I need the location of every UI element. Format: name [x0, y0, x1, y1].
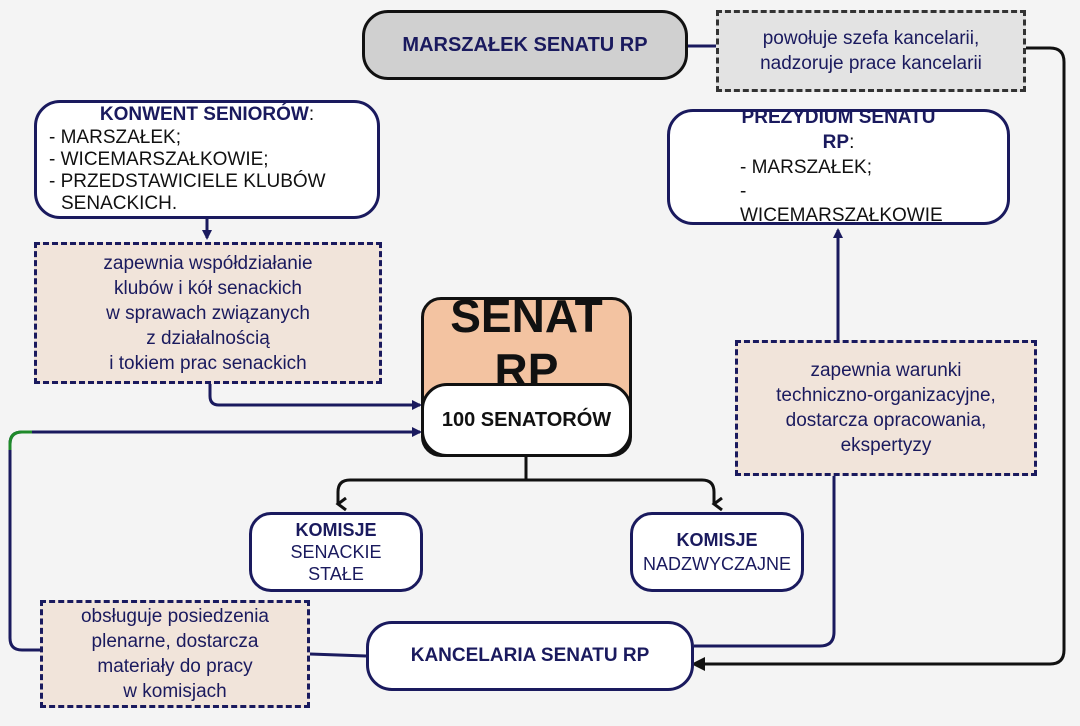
connector-senat-komisje-stale [338, 478, 526, 504]
senat-header: SENAT RP [424, 300, 629, 396]
komisje-stale-box: KOMISJE SENACKIE STAŁE [249, 512, 423, 592]
marszalek-note-line-2: nadzoruje prace kancelarii [760, 53, 982, 74]
senat-count: 100 SENATORÓW [441, 408, 612, 431]
prezydium-note: zapewnia warunki techniczno-organizacyjn… [735, 340, 1037, 476]
prezydium-note-line-3: dostarcza opracowania, [785, 410, 987, 431]
marszalek-box: MARSZAŁEK SENATU RP [362, 10, 688, 80]
komisje-nadzw-line-1: NADZWYCZAJNE [643, 554, 791, 574]
prezydium-header: PREZYDIUM SENATU RP: [740, 106, 937, 156]
konwent-item-3: - PRZEDSTAWICIELE KLUBÓW [49, 171, 326, 192]
kancelaria-note: obsługuje posiedzenia plenarne, dostarcz… [40, 600, 310, 708]
konwent-header: KONWENT SENIORÓW: [49, 104, 365, 127]
komisje-nadzw-title: KOMISJE [676, 530, 758, 550]
senat-title: SENAT RP [450, 297, 603, 396]
komisje-nadzw-box: KOMISJE NADZWYCZAJNE [630, 512, 804, 592]
konwent-note-line-5: i tokiem prac senackich [109, 352, 307, 374]
konwent-title: KONWENT SENIORÓW [99, 104, 309, 125]
konwent-box: KONWENT SENIORÓW: - MARSZAŁEK; - WICEMAR… [34, 100, 380, 219]
senat-count-box: 100 SENATORÓW [421, 383, 632, 457]
prezydium-note-line-4: ekspertyzy [840, 435, 932, 456]
connector-kancelaria-note [309, 652, 367, 658]
prezydium-item-2: - WICEMARSZAŁKOWIE [740, 181, 943, 226]
prezydium-title: PREZYDIUM SENATU RP [741, 107, 936, 153]
connector-note-kancelaria [691, 46, 1066, 671]
prezydium-suffix: : [849, 132, 855, 153]
konwent-item-2: - WICEMARSZAŁKOWIE; [49, 149, 269, 170]
connector-accent [8, 430, 32, 450]
connector-konwent-senat [208, 384, 422, 410]
konwent-note-line-3: w sprawach związanych [106, 302, 310, 324]
marszalek-note-line-1: powołuje szefa kancelarii, [762, 28, 980, 49]
prezydium-item-1: - MARSZAŁEK; [740, 157, 872, 178]
marszalek-title: MARSZAŁEK SENATU RP [402, 33, 648, 56]
komisje-stale-title: KOMISJE [295, 520, 377, 540]
connector-kancelaria-prezydium-note [694, 476, 836, 648]
marszalek-note: powołuje szefa kancelarii, nadzoruje pra… [716, 10, 1026, 92]
prezydium-note-line-1: zapewnia warunki [810, 360, 962, 381]
kancelaria-box: KANCELARIA SENATU RP [366, 621, 694, 691]
komisje-stale-line-2: STAŁE [308, 564, 364, 584]
konwent-item-4: SENACKICH. [61, 193, 178, 214]
konwent-suffix: : [308, 104, 315, 125]
prezydium-box: PREZYDIUM SENATU RP: - MARSZAŁEK; - WICE… [667, 106, 1010, 226]
kancelaria-note-line-4: w komisjach [123, 681, 227, 702]
komisje-stale-line-1: SENACKIE [290, 542, 382, 562]
kancelaria-note-line-3: materiały do pracy [97, 656, 253, 677]
konwent-note-line-1: zapewnia współdziałanie [103, 252, 313, 274]
konwent-note-line-4: z działalnością [146, 327, 270, 349]
konwent-item-1: - MARSZAŁEK; [49, 127, 181, 148]
kancelaria-note-line-1: obsługuje posiedzenia [80, 606, 270, 627]
konwent-note-line-2: klubów i kół senackich [114, 277, 302, 299]
konwent-note: zapewnia współdziałanie klubów i kół sen… [34, 242, 382, 384]
connector-senat-komisje-nadzw [526, 478, 714, 504]
kancelaria-note-line-2: plenarne, dostarcza [91, 631, 259, 652]
kancelaria-title: KANCELARIA SENATU RP [410, 645, 650, 666]
prezydium-note-line-2: techniczno-organizacyjne, [776, 385, 996, 406]
